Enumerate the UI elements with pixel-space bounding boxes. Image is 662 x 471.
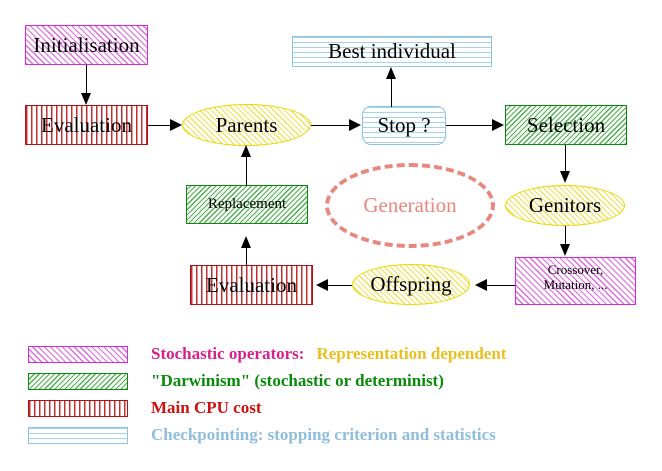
node-genitors-label: Genitors — [528, 193, 602, 218]
node-best-individual-label: Best individual — [328, 39, 456, 64]
node-offspring-label: Offspring — [370, 272, 452, 297]
node-evaluation-bottom[interactable]: Evaluation — [190, 265, 313, 305]
legend-swatch-blue-horizontal — [28, 426, 128, 444]
node-parents-label: Parents — [215, 112, 278, 137]
node-replacement-label: Replacement — [207, 195, 287, 212]
node-crossover-mutation[interactable]: Crossover, Mutation, ... — [515, 257, 636, 305]
edge-genitors-to-crossover — [565, 226, 567, 246]
edge-stop-to-selection — [446, 124, 493, 126]
arrowhead-selection-to-genitors — [559, 171, 570, 183]
edge-stop-to-best-individual — [391, 69, 393, 107]
legend-label-stochastic-operators-main: Stochastic operators: — [151, 344, 305, 363]
node-selection-label: Selection — [526, 112, 606, 137]
node-offspring[interactable]: Offspring — [352, 264, 470, 305]
edge-evaluation-to-replacement — [246, 238, 248, 266]
node-stop-label: Stop ? — [377, 113, 431, 138]
legend-row-checkpointing: Checkpointing: stopping criterion and st… — [28, 425, 496, 445]
node-evaluation-top[interactable]: Evaluation — [25, 105, 148, 145]
legend-label-main-cpu-cost: Main CPU cost — [151, 398, 262, 417]
node-best-individual[interactable]: Best individual — [292, 36, 492, 67]
arrowhead-evaluation-to-parents — [170, 119, 182, 131]
legend-label-stochastic-operators: Stochastic operators: Representation depe… — [151, 344, 506, 364]
node-initialisation[interactable]: Initialisation — [25, 25, 148, 65]
arrowhead-initialisation-to-evaluation — [80, 93, 91, 105]
arrowhead-replacement-to-parents — [240, 145, 251, 157]
arrowhead-crossover-to-offspring — [475, 279, 487, 291]
node-replacement[interactable]: Replacement — [186, 185, 308, 224]
legend-label-representation-dependent: Representation dependent — [316, 344, 507, 363]
node-initialisation-label: Initialisation — [33, 32, 140, 57]
legend-swatch-green-diagonal — [28, 372, 128, 390]
arrowhead-stop-to-selection — [492, 119, 504, 131]
edge-offspring-to-evaluation — [324, 284, 352, 286]
node-generation: Generation — [325, 163, 495, 248]
node-evaluation-top-label: Evaluation — [41, 112, 132, 137]
legend-label-darwinism: "Darwinism" (stochastic or determinist) — [151, 371, 444, 390]
edge-selection-to-genitors — [565, 145, 567, 173]
node-crossover-mutation-label-line2: Mutation, ... — [543, 276, 608, 292]
edge-parents-to-stop — [311, 124, 352, 126]
node-crossover-mutation-label-line1: Crossover, — [547, 262, 604, 277]
edge-crossover-to-offspring — [482, 284, 515, 286]
edge-replacement-to-parents — [246, 155, 248, 186]
edge-initialisation-to-evaluation — [86, 65, 88, 95]
node-evaluation-bottom-label: Evaluation — [206, 272, 297, 297]
legend-row-stochastic-operators: Stochastic operators: Representation depe… — [28, 344, 506, 364]
legend-swatch-red-vertical — [28, 399, 128, 417]
arrowhead-evaluation-to-replacement — [240, 236, 251, 248]
arrowhead-parents-to-stop — [349, 119, 361, 131]
node-parents[interactable]: Parents — [182, 104, 311, 146]
node-stop[interactable]: Stop ? — [362, 106, 446, 145]
arrowhead-offspring-to-evaluation — [316, 279, 328, 291]
node-genitors[interactable]: Genitors — [505, 185, 625, 226]
arrowhead-stop-to-best-individual — [385, 67, 396, 79]
node-generation-label: Generation — [363, 193, 457, 217]
legend-row-darwinism: "Darwinism" (stochastic or determinist) — [28, 371, 444, 391]
legend-label-checkpointing: Checkpointing: stopping criterion and st… — [151, 425, 496, 444]
edge-evaluation-to-parents — [148, 124, 173, 126]
node-selection[interactable]: Selection — [505, 105, 627, 145]
arrowhead-genitors-to-crossover — [559, 244, 570, 256]
legend-swatch-magenta-diagonal — [28, 345, 128, 363]
legend-row-main-cpu-cost: Main CPU cost — [28, 398, 261, 418]
